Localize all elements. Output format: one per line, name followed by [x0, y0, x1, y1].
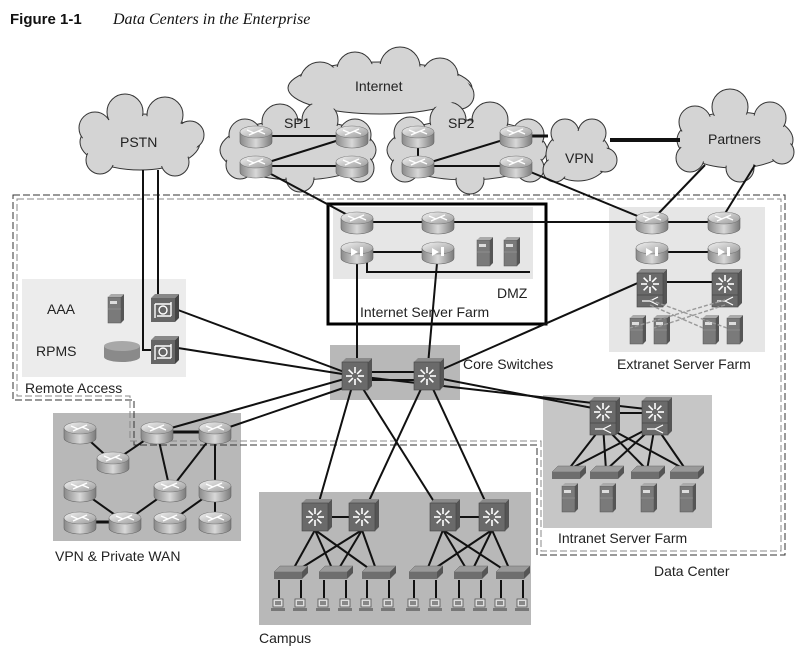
intranet-server-farm-label: Intranet Server Farm: [558, 530, 687, 546]
extranet-backup-link: [629, 299, 726, 329]
aaa-label: AAA: [47, 301, 76, 317]
internet-server-farm-label: Internet Server Farm: [360, 304, 489, 320]
vpn-private-wan-label: VPN & Private WAN: [55, 548, 181, 564]
campus-label: Campus: [259, 630, 311, 646]
campus-distribution-switch-icon: [301, 499, 332, 532]
sp2-label: SP2: [448, 115, 475, 131]
campus-distribution-switch-icon: [348, 499, 379, 532]
extranet-router-icon: [707, 211, 741, 235]
wan-router-icon: [198, 511, 232, 535]
wan-router-icon: [198, 421, 232, 445]
aaa-server-icon: [107, 294, 124, 324]
sp1-router-icon: [239, 125, 273, 149]
extranet-server-farm-label: Extranet Server Farm: [617, 356, 751, 372]
figure-number: Figure 1-1: [10, 11, 82, 28]
extranet-backup-link: [649, 299, 728, 329]
campus-workstation-icon: [271, 598, 285, 611]
access-server-icon: [151, 336, 179, 364]
extranet-server-icon: [653, 315, 670, 345]
sp1-router-icon: [239, 155, 273, 179]
extranet-switch-icon: [711, 269, 742, 308]
dmz-router-icon: [340, 211, 374, 235]
campus-workstation-icon: [381, 598, 395, 611]
campus-distribution-switch-icon: [429, 499, 460, 532]
campus-access-switch-icon: [273, 565, 309, 579]
extranet-firewall-icon: [635, 241, 669, 265]
wan-router-icon: [140, 421, 174, 445]
dmz-boundary: [326, 202, 548, 326]
campus-workstation-icon: [493, 598, 507, 611]
campus-workstation-icon: [316, 598, 330, 611]
intranet-access-switch-icon: [669, 465, 705, 479]
core-switch-icon: [341, 358, 372, 391]
access-server-icon: [151, 294, 179, 322]
sp2-router-icon: [499, 155, 533, 179]
intranet-access-switch-icon: [630, 465, 666, 479]
extranet-router-icon: [635, 211, 669, 235]
wan-router-icon: [108, 511, 142, 535]
campus-access-switch-icon: [408, 565, 444, 579]
pstn-label: PSTN: [120, 134, 157, 150]
intranet-server-icon: [640, 483, 657, 513]
dmz-server-icon: [476, 237, 493, 267]
campus-access-switch-icon: [453, 565, 489, 579]
dmz-firewall-icon: [340, 241, 374, 265]
core-switch-icon: [413, 358, 444, 391]
campus-distribution-switch-icon: [478, 499, 509, 532]
campus-workstation-icon: [406, 598, 420, 611]
internet-label: Internet: [355, 78, 403, 94]
dmz-firewall-icon: [421, 241, 455, 265]
figure-caption: Data Centers in the Enterprise: [112, 11, 310, 28]
campus-access-switch-icon: [361, 565, 397, 579]
data-center-label: Data Center: [654, 563, 730, 579]
sp1-router-icon: [335, 155, 369, 179]
intranet-distribution-switch-icon: [589, 397, 620, 436]
data-center-boundary: [12, 194, 786, 556]
extranet-backup-link: [649, 304, 704, 329]
rpms-label: RPMS: [36, 343, 76, 359]
extranet-server-icon: [726, 315, 743, 345]
remote-access-label: Remote Access: [25, 380, 122, 396]
campus-workstation-icon: [515, 598, 529, 611]
campus-workstation-icon: [359, 598, 373, 611]
intranet-server-icon: [561, 483, 578, 513]
devices: [63, 125, 743, 611]
campus-workstation-icon: [473, 598, 487, 611]
intranet-server-icon: [679, 483, 696, 513]
intranet-access-switch-icon: [589, 465, 625, 479]
sp2-router-icon: [401, 155, 435, 179]
partners-label: Partners: [708, 131, 761, 147]
core-switches-label: Core Switches: [463, 356, 553, 372]
rpms-database-icon: [104, 341, 140, 362]
campus-workstation-icon: [428, 598, 442, 611]
sp1-router-icon: [335, 125, 369, 149]
dmz-router-icon: [421, 211, 455, 235]
extranet-server-icon: [702, 315, 719, 345]
sp2-router-icon: [499, 125, 533, 149]
wan-router-icon: [63, 479, 97, 503]
wan-router-icon: [96, 451, 130, 475]
wan-router-icon: [153, 479, 187, 503]
campus-access-switch-icon: [495, 565, 531, 579]
intranet-access-switch-icon: [551, 465, 587, 479]
wan-router-icon: [153, 511, 187, 535]
dmz-server-icon: [503, 237, 520, 267]
dmz-label: DMZ: [497, 285, 528, 301]
vpn-label: VPN: [565, 150, 594, 166]
campus-access-switch-icon: [318, 565, 354, 579]
extranet-server-icon: [629, 315, 646, 345]
sp1-label: SP1: [284, 115, 311, 131]
sp2-router-icon: [401, 125, 435, 149]
intranet-server-icon: [599, 483, 616, 513]
extranet-switch-icon: [636, 269, 667, 308]
campus-workstation-icon: [451, 598, 465, 611]
intranet-distribution-switch-icon: [641, 397, 672, 436]
extranet-firewall-icon: [707, 241, 741, 265]
wan-router-icon: [198, 479, 232, 503]
wan-router-icon: [63, 421, 97, 445]
wan-router-icon: [63, 511, 97, 535]
campus-workstation-icon: [338, 598, 352, 611]
campus-workstation-icon: [293, 598, 307, 611]
extranet-backup-link: [653, 304, 726, 329]
